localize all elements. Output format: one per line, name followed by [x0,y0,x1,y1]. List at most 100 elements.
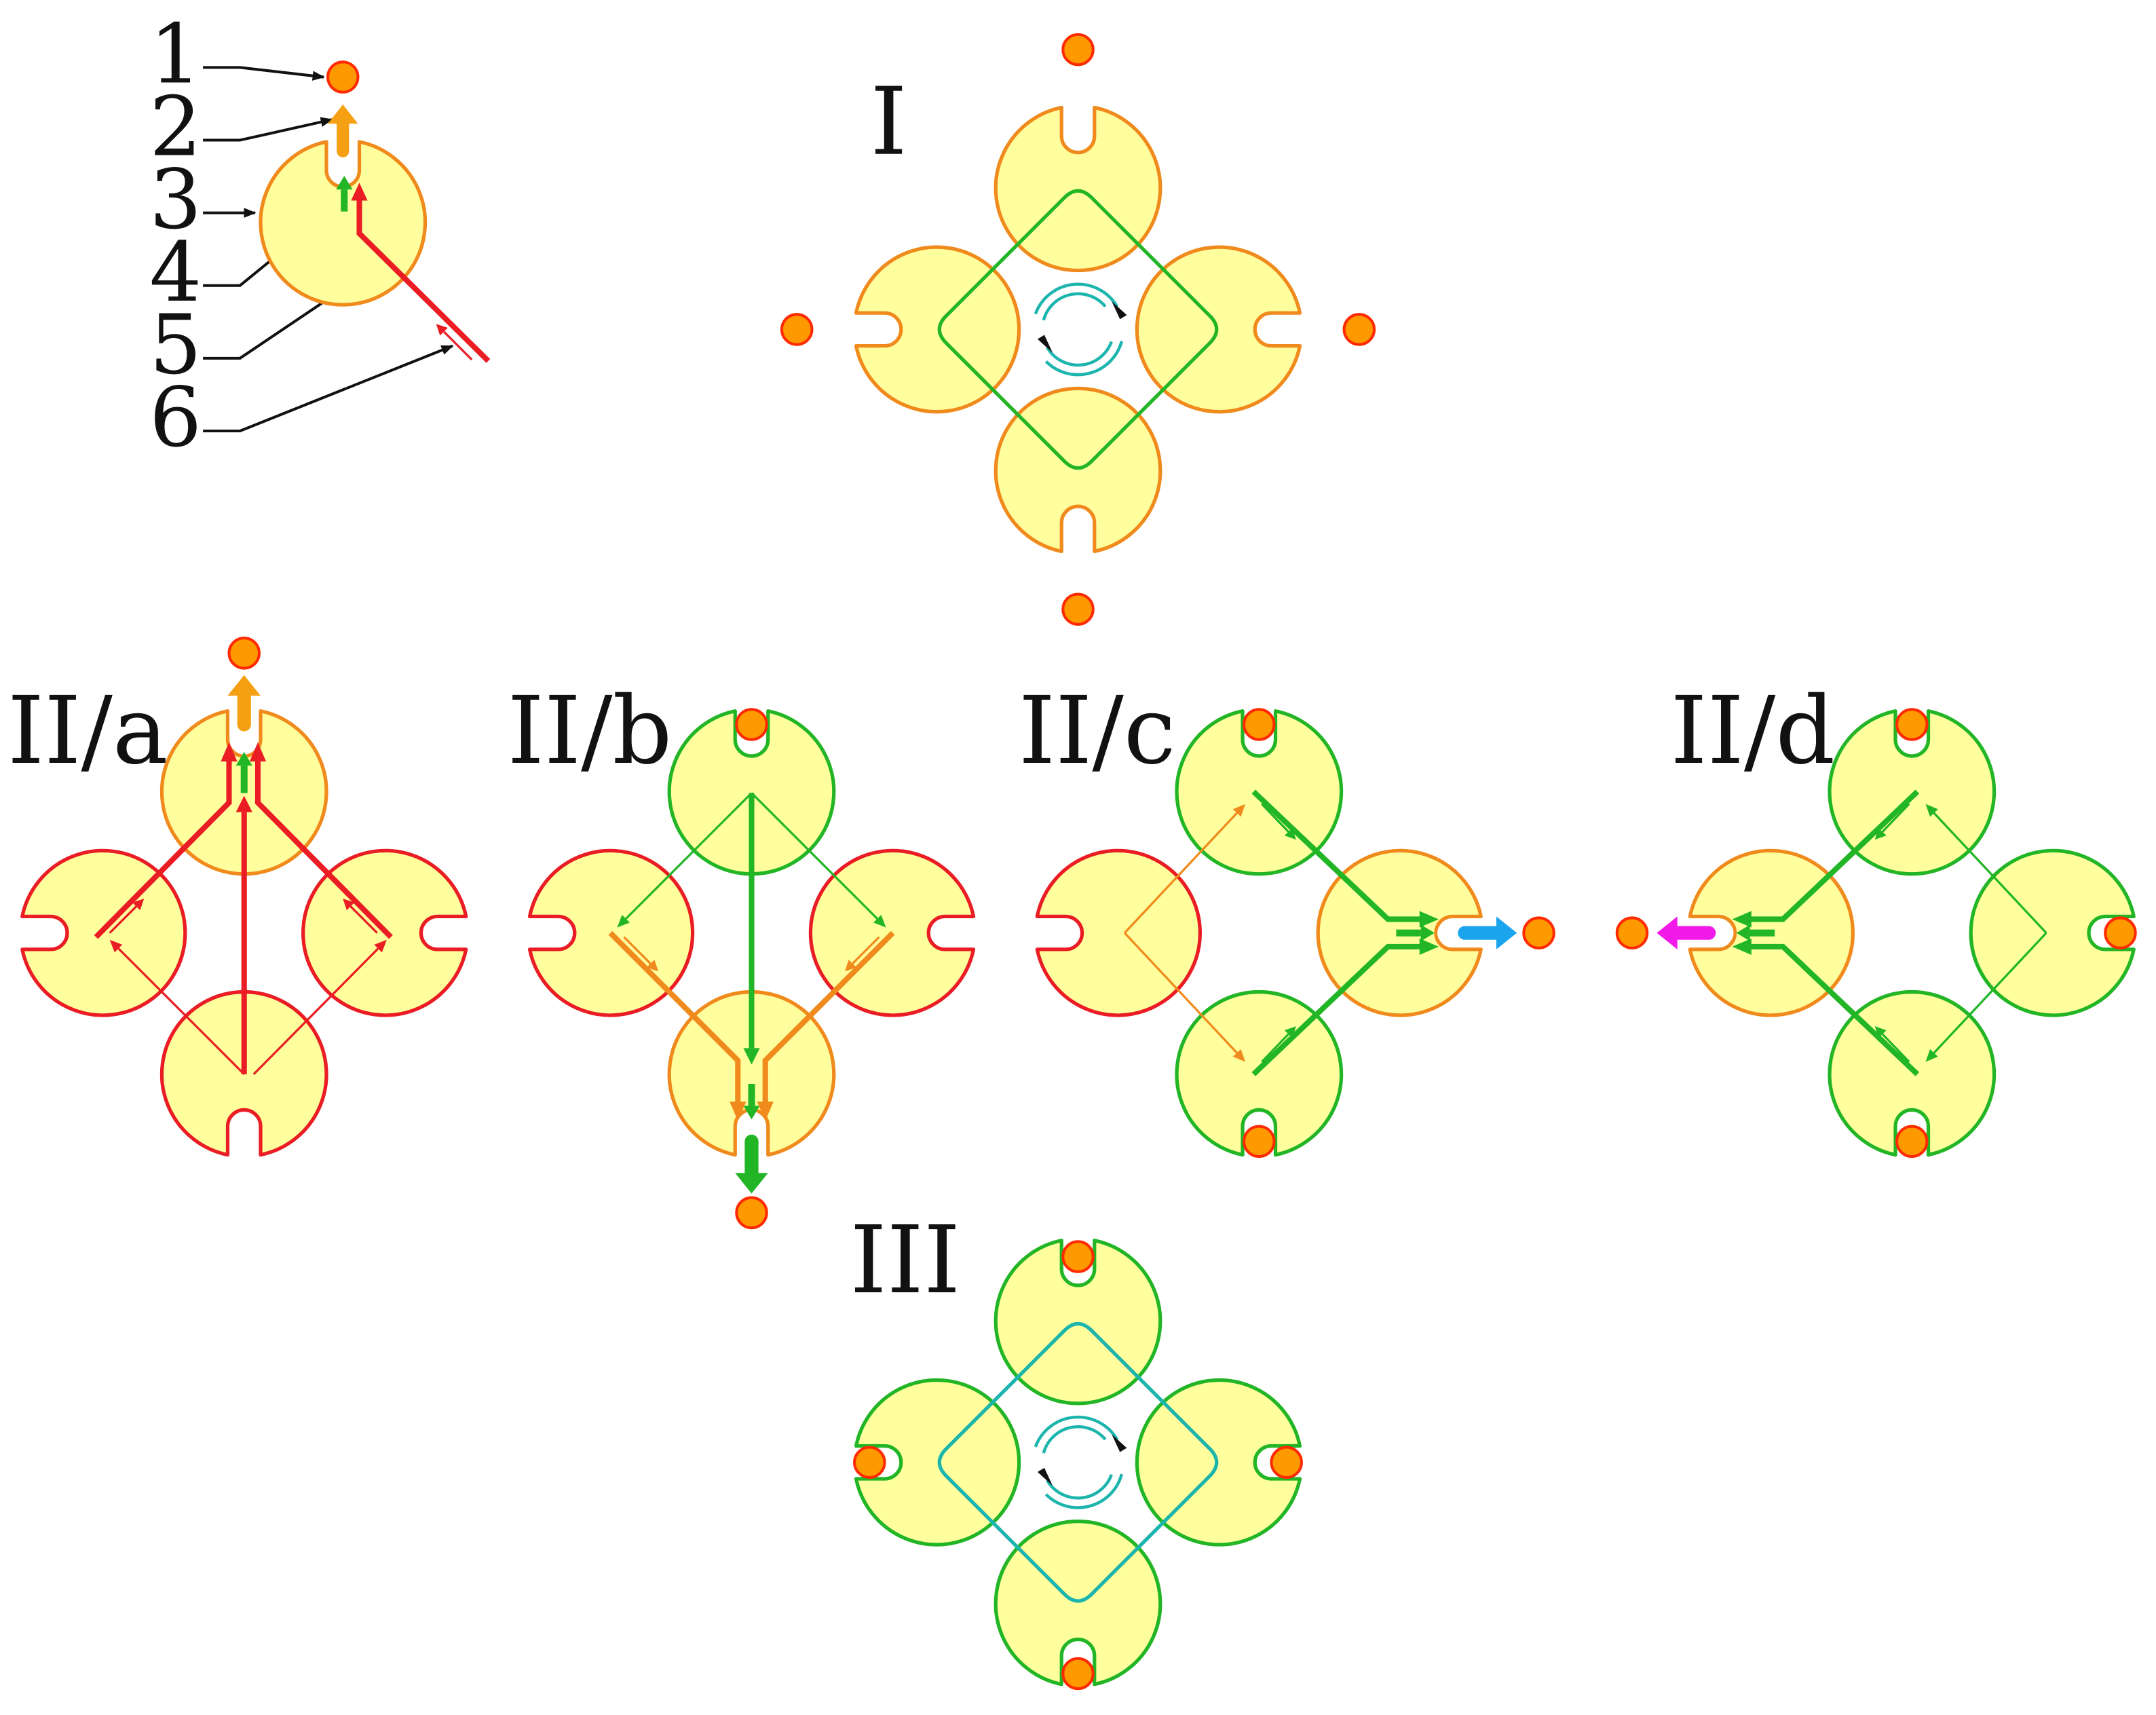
legend-label-3: 3 [149,151,202,248]
red-thin-2-head [374,939,387,953]
panel-label-IId: II/d [1670,677,1835,785]
green-small-left-head [1736,924,1750,941]
eject-arrow-head [1657,916,1678,949]
legend-red-path [356,195,491,363]
orange-thin-right-shaft [852,936,880,964]
legend-label-4: 4 [149,224,202,320]
ball-top [1061,33,1095,67]
orange-path-left-head [730,1101,746,1121]
cell-top [994,105,1162,273]
orange-thin-left-head [646,960,659,972]
ball-ejected [1522,916,1555,949]
legend-red-thin-arrow-shaft [442,331,473,361]
rotation-cycle-arc-1 [1034,282,1119,315]
green-thin-2-shaft [1881,1033,1910,1063]
legend-ball [326,60,360,94]
green-thin-left-shaft [625,792,753,920]
cell-bottom [994,386,1162,554]
red-thin-3-head [132,899,145,911]
green-path-upper-head [1419,911,1439,928]
ball-bottom [1061,592,1095,626]
red-path-right [254,754,393,939]
ball-ejected [735,1196,768,1230]
red-thin-1-head [109,939,123,953]
rotation-cycle-arc-4 [1044,1473,1124,1509]
green-thin-1-head [1874,827,1887,840]
red-path-right-head [249,742,267,762]
orange-thin-left-shaft [623,936,651,964]
red-path-left [94,754,232,939]
green-loop [937,189,1219,470]
rotation-cycle-arc-4 [1044,341,1124,377]
panel-label-I: I [870,68,907,176]
green-small-down-head [743,1106,760,1120]
legend-green-arrow-head [336,176,353,190]
legend-red-path-head [351,183,368,201]
panel-label-IIa: II/a [7,677,168,785]
legend-eject-arrow-head [328,104,358,124]
green-up-arrow-head [235,751,252,766]
panel-label-III: III [850,1206,960,1315]
green-thin-1-head [1284,827,1296,840]
panel-IIa-diagram [20,637,468,1157]
orange-thin-up-head [1232,804,1246,817]
red-thin-4-shaft [349,905,378,934]
green-path-lower [1744,943,1920,1076]
panel-IId-diagram [1615,708,2137,1158]
green-center-arrow-head [743,1048,760,1065]
legend: 1 2 3 4 5 6 [149,6,491,466]
ball-right [1270,1446,1303,1480]
ball-ejected [227,637,261,670]
eject-arrow-head [735,1173,768,1194]
eject-arrow-head [227,675,261,696]
ball-ejected [1615,916,1649,949]
green-path-lower [1251,943,1426,1076]
cell-right [1969,848,2136,1017]
panel-label-IIc: II/c [1019,677,1176,785]
cyan-loop [937,1321,1219,1603]
legend-cell [259,60,491,363]
panel-IIb-diagram [527,708,976,1230]
eject-arrow-head [1496,916,1517,949]
green-thin-up-shaft [1933,812,2047,934]
green-thin-right-shaft [751,792,878,920]
green-thin-right-head [873,914,886,928]
rotation-cycle-head-2 [1037,1467,1053,1486]
ball-right [1342,313,1376,346]
green-path-upper-head [1732,911,1752,928]
orange-thin-right-head [844,960,857,972]
rotation-cycle-arc-1 [1034,1415,1119,1448]
green-thin-1-shaft [1881,803,1910,833]
green-thin-2-shaft [1261,1033,1289,1063]
ball-top-seated [1895,708,1929,741]
rotation-cycle-arc-2 [1046,1473,1113,1500]
rotation-cycle-arc-2 [1046,341,1113,367]
green-thin-down-shaft [1933,932,2047,1054]
orange-thin-down-shaft [1124,932,1238,1054]
panel-III-diagram [853,1239,1303,1691]
ball-top-seated [735,708,768,741]
ball-right-seated [2104,916,2137,949]
green-thin-down-head [1925,1049,1938,1062]
legend-label-2: 2 [149,79,202,175]
red-thin-3-shaft [109,905,137,934]
ball-left [780,313,814,346]
ball-bottom-seated [1243,1125,1276,1158]
legend-label-1: 1 [149,6,202,102]
orange-path-right-head [757,1101,774,1121]
cell-bottom [994,1520,1162,1686]
orange-path-left [608,930,741,1109]
rotation-cycle-arc-3 [1042,1425,1107,1454]
ball-top [1061,1240,1095,1273]
green-thin-2-head [1284,1026,1296,1038]
legend-red-thin-arrow-head [436,324,448,336]
cell-left [1035,848,1202,1017]
panel-IIc-diagram [1035,708,1555,1158]
green-thin-up-head [1925,804,1938,817]
green-thin-left-head [617,914,630,928]
red-thin-1-shaft [117,947,245,1075]
legend-label-6: 6 [149,369,202,466]
rotation-cycle-head-1 [1112,1434,1127,1452]
red-path-left-head [221,742,238,762]
